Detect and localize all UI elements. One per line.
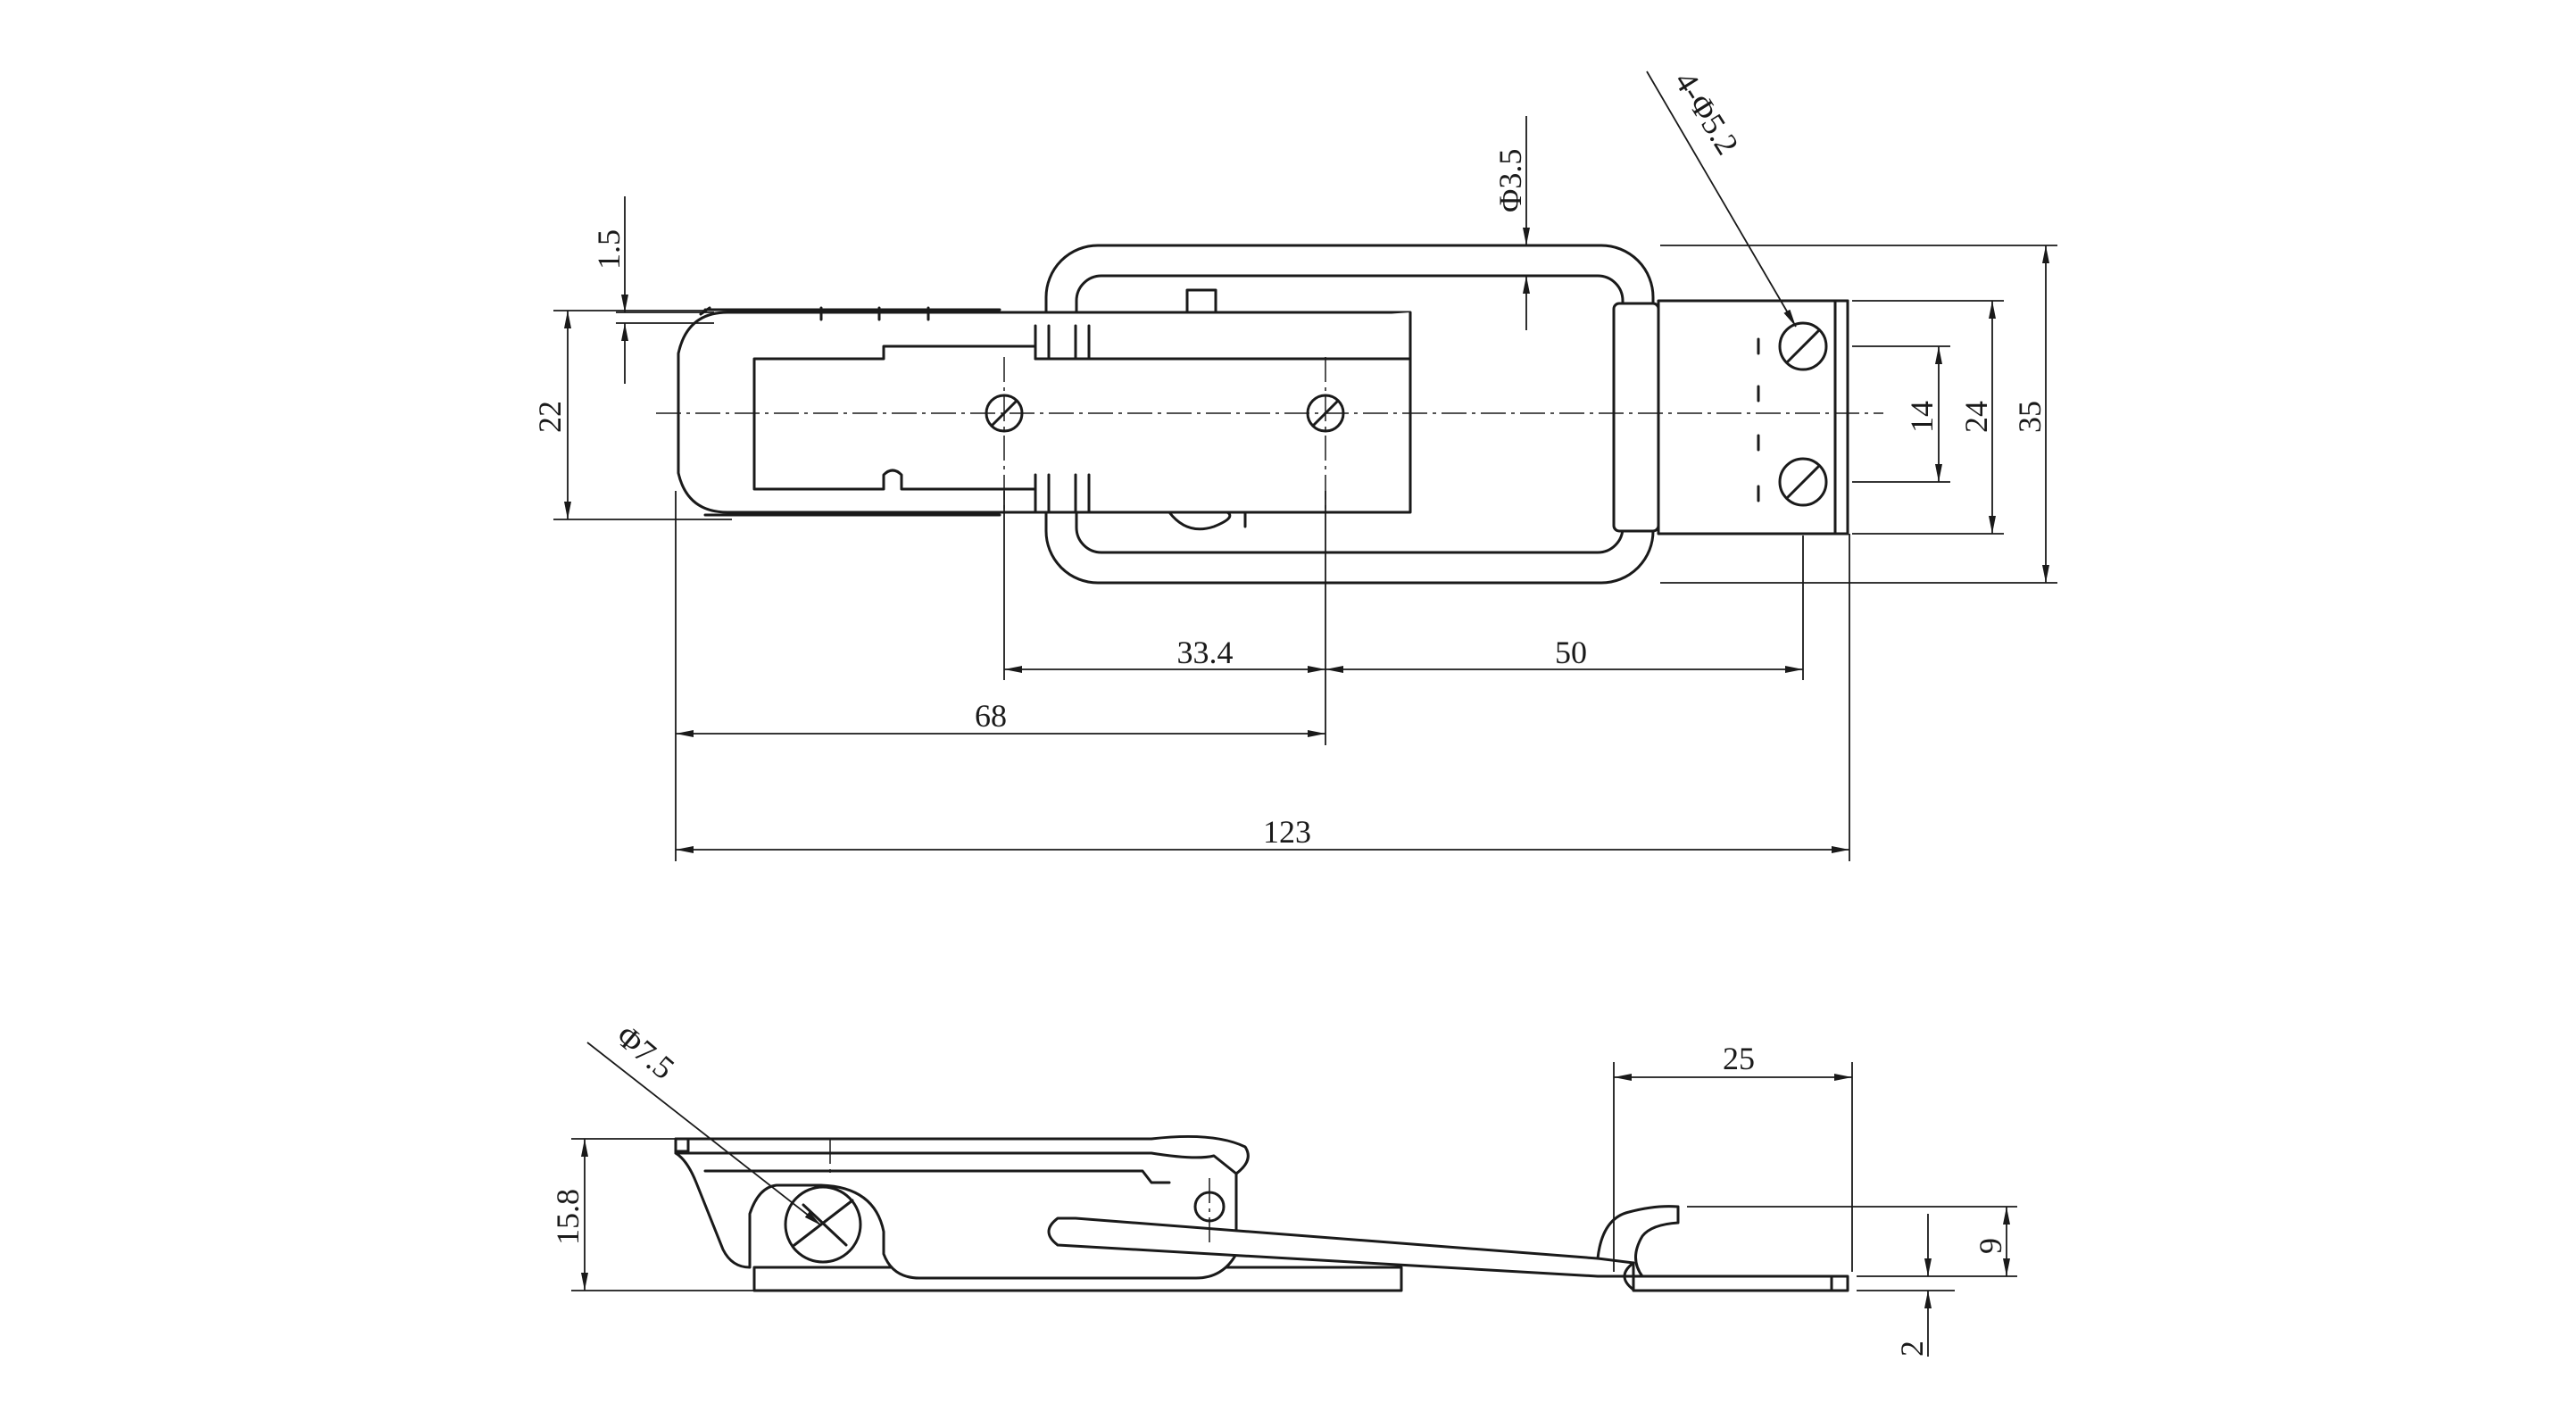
dim-35: 35	[2012, 401, 2048, 433]
top-view: 1.5 22 Φ3.5 4-Φ5.2 14 24 35 33.4 50 68 1…	[532, 65, 2057, 861]
dim-50: 50	[1555, 635, 1587, 670]
dim-phi-3-5: Φ3.5	[1492, 149, 1528, 212]
side-dimension-lines	[571, 1042, 2017, 1357]
side-latch-body	[674, 1134, 1250, 1280]
latch-body	[677, 288, 1412, 531]
dim-2: 2	[1894, 1341, 1930, 1357]
top-center-lines	[656, 357, 1883, 513]
dim-24: 24	[1958, 401, 1994, 433]
dim-22: 22	[532, 401, 568, 433]
dim-9: 9	[1973, 1238, 2008, 1254]
dim-1-5: 1.5	[591, 229, 627, 270]
dim-25: 25	[1723, 1041, 1755, 1076]
side-wire-loop	[1047, 1216, 1635, 1278]
dim-4-phi-5-2: 4-Φ5.2	[1667, 65, 1746, 161]
dim-123: 123	[1263, 814, 1311, 850]
side-view: Φ7.5 15.8 25 9 2	[550, 1017, 2017, 1357]
dim-15-8: 15.8	[550, 1189, 586, 1245]
dim-phi-7-5: Φ7.5	[610, 1017, 681, 1085]
keeper-plate	[1612, 299, 1849, 536]
keeper-plate-side	[1632, 1274, 1849, 1292]
dim-14: 14	[1904, 401, 1940, 433]
dim-33-4: 33.4	[1177, 635, 1234, 670]
dim-68: 68	[975, 698, 1007, 734]
top-dimension-lines	[553, 71, 2057, 861]
